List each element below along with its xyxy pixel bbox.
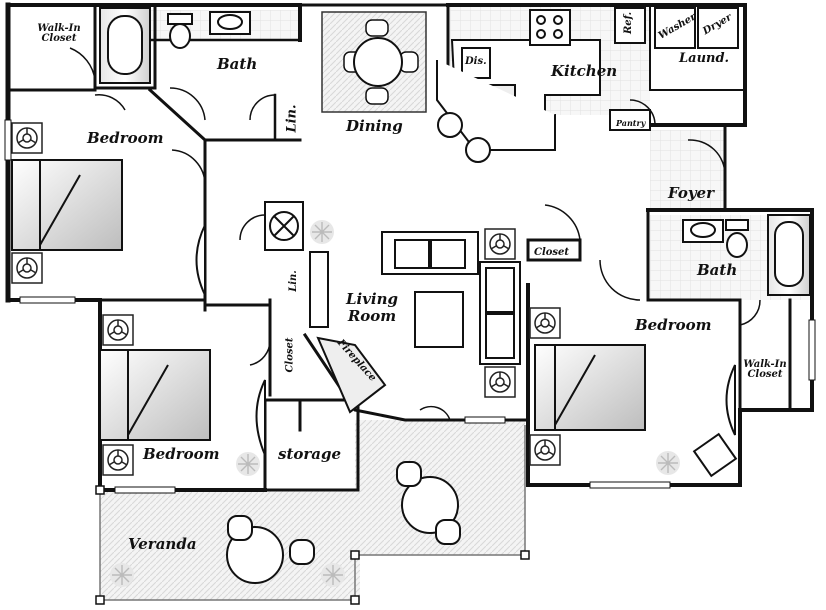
dishwasher-label: Dis. xyxy=(465,56,487,67)
storage-label: storage xyxy=(278,445,342,463)
dining-table xyxy=(321,11,427,113)
linen-center-label: Lin. xyxy=(287,270,299,292)
bath-right-label: Bath xyxy=(697,261,738,279)
refrigerator-label: Ref. xyxy=(623,11,635,35)
bedroom-right-label: Bedroom xyxy=(635,316,712,334)
bath-top-label: Bath xyxy=(217,55,258,73)
armchair xyxy=(692,432,738,478)
beds xyxy=(11,159,646,441)
door-swings xyxy=(69,47,761,421)
bath-fixtures-top xyxy=(99,7,251,84)
walk-in-closet-right-label: Walk-In Closet xyxy=(743,359,787,380)
closet-center-label: Closet xyxy=(534,247,570,258)
bedroom-bottom-left-label: Bedroom xyxy=(143,445,220,463)
linen-top-label: Lin. xyxy=(284,104,300,133)
living-room-furniture xyxy=(309,228,521,414)
kitchen-counter xyxy=(436,7,646,151)
foyer-label: Foyer xyxy=(668,184,714,202)
closet-left-label: Closet xyxy=(284,337,296,373)
bar-stools xyxy=(437,112,491,163)
living-room-label: Living Room xyxy=(345,290,399,325)
windows xyxy=(4,119,816,494)
pantry-box xyxy=(609,109,651,131)
washer-dryer xyxy=(654,7,739,49)
veranda-label: Veranda xyxy=(128,535,197,553)
hvac-box xyxy=(264,201,304,251)
dressers xyxy=(195,224,736,456)
patio-furniture xyxy=(226,461,461,584)
bath-fixtures-right xyxy=(682,214,811,296)
bedroom-top-left-label: Bedroom xyxy=(87,129,164,147)
dining-label: Dining xyxy=(346,117,403,135)
veranda-railing xyxy=(95,425,530,605)
walk-in-closet-left-label: Walk-In Closet xyxy=(37,23,81,44)
pantry-label: Pantry xyxy=(616,118,646,128)
laundry-label: Laund. xyxy=(679,51,730,66)
kitchen-label: Kitchen xyxy=(551,62,618,80)
